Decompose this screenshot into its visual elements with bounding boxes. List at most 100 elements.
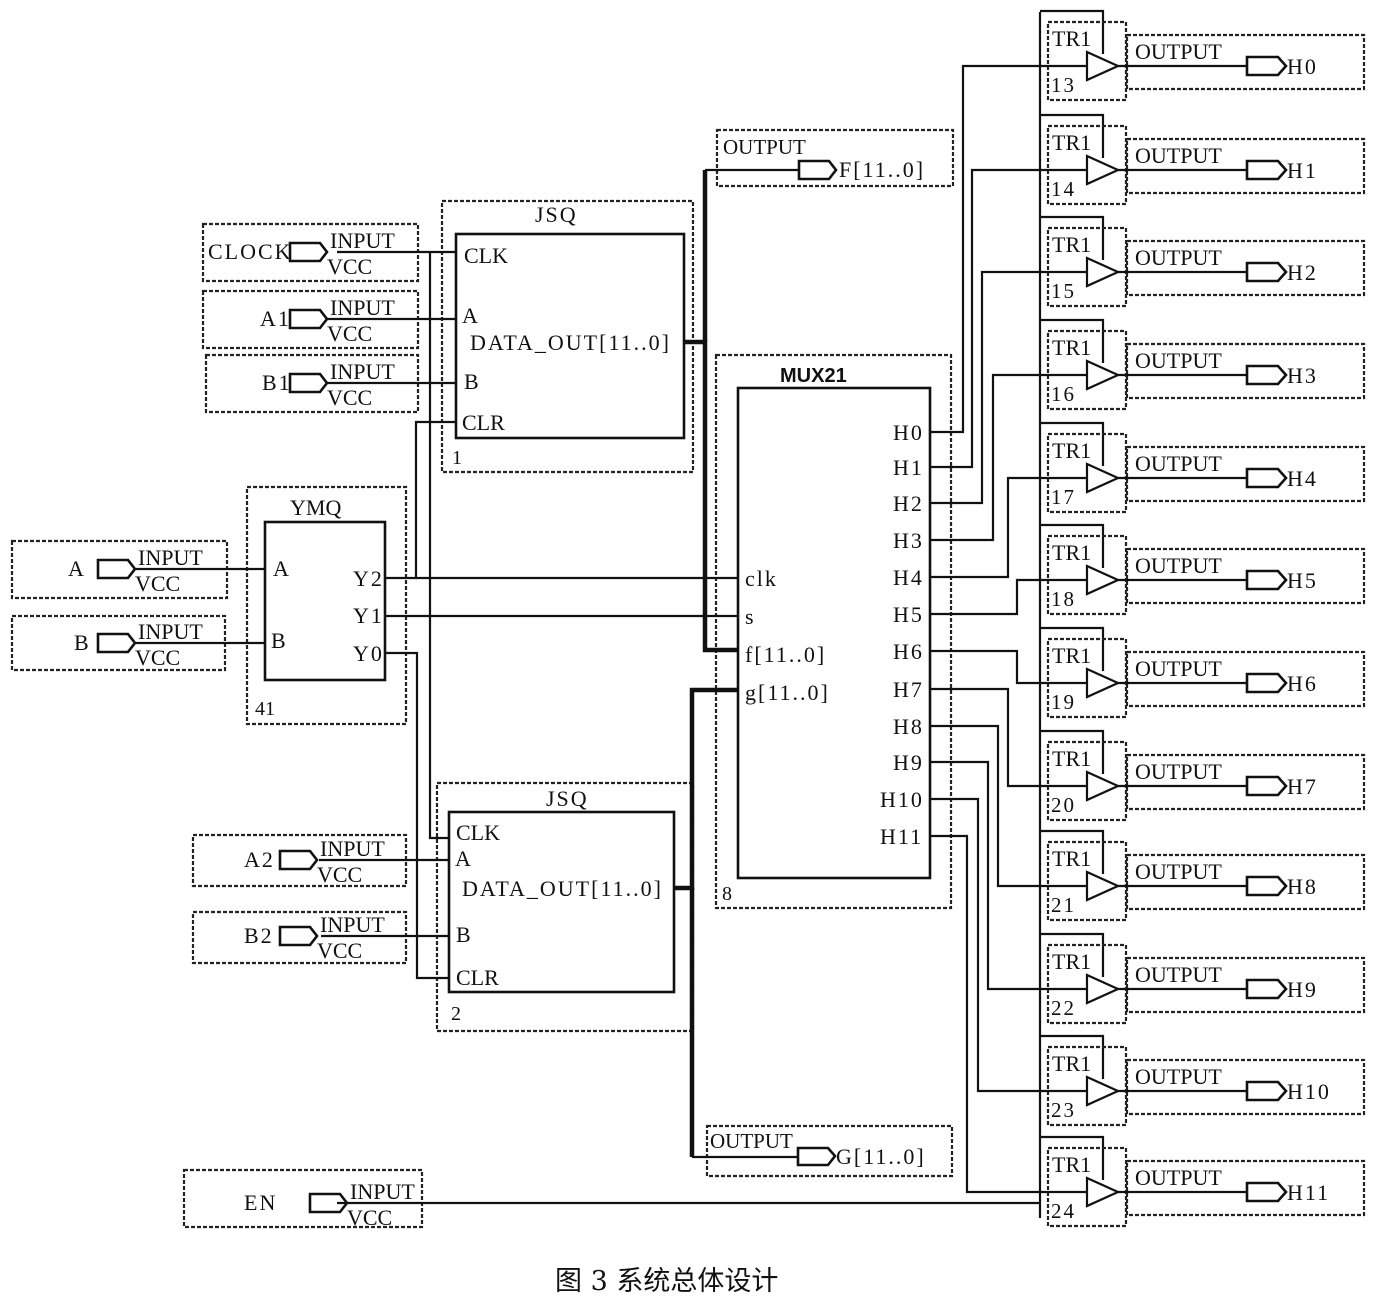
output-pin-icon [1245,1080,1288,1102]
output-type: OUTPUT [1135,348,1222,373]
mux-port-h3: H3 [893,528,924,553]
output-type: OUTPUT [1135,39,1222,64]
tristate-instance: 18 [1051,587,1076,611]
output-pin-icon [1245,55,1288,77]
output-type: OUTPUT [1135,759,1222,784]
input-pin-icon [308,1192,349,1214]
enable-wire [1040,318,1105,363]
buffer-triangle-icon [1085,870,1121,902]
jsq1-port-clr: CLR [462,410,505,435]
mux-port-h7: H7 [893,677,924,702]
ymq-port-y2: Y2 [353,566,384,591]
output-h11: H11 [1287,1180,1330,1205]
output-frame [1125,137,1366,195]
buffer-triangle-icon [1085,154,1121,186]
buffer-triangle-icon [1085,564,1121,596]
output-pin-icon [1245,364,1288,386]
output-f-name: F[11..0] [839,157,925,182]
output-frame [1125,650,1366,708]
jsq2-port-a: A [455,846,471,871]
output-type: OUTPUT [1135,1064,1222,1089]
output-h2: H2 [1287,260,1318,285]
buffer-triangle-icon [1085,1075,1121,1107]
jsq2-port-clk: CLK [456,820,500,845]
ymq-decoder: YMQ A B Y2 Y1 Y0 41 [245,485,408,726]
mux-port-h11: H11 [880,824,923,849]
output-type: OUTPUT [1135,1165,1222,1190]
bus-jsq1-to-mux-f [684,339,738,653]
input-vcc-label: VCC [327,385,372,410]
output-pin-icon [1245,569,1288,591]
ymq-body [263,520,387,682]
jsq2-body [447,810,676,994]
output-frame [1125,1058,1366,1116]
jsq-counter-1: JSQ CLK A DATA_OUT[11..0] B CLR 1 [440,199,695,474]
output-pin-g: OUTPUT G[11..0] [705,1124,954,1178]
tristate-instance: 24 [1051,1199,1076,1223]
output-frame [1125,956,1366,1014]
wire-mux-h11 [930,834,1087,1194]
input-type-label: INPUT [350,1179,415,1204]
input-vcc-label: VCC [327,321,372,346]
mux-port-h6: H6 [893,639,924,664]
output-frame [1125,33,1366,91]
input-vcc-label: VCC [317,862,362,887]
jsq1-port-data-out: DATA_OUT[11..0] [470,330,671,355]
tristate-instance: 17 [1051,485,1076,509]
input-pin-icon [288,372,329,394]
tristate-type: TR1 [1052,643,1091,668]
mux-output-wires [930,64,1087,1194]
input-pin-icon [288,308,329,330]
mux-port-h9: H9 [893,750,924,775]
output-h9: H9 [1287,977,1318,1002]
tristate-instance: 14 [1051,177,1076,201]
output-pin-icon [1245,775,1288,797]
output-h1: H1 [1287,158,1318,183]
output-type: OUTPUT [1135,962,1222,987]
jsq2-port-b: B [456,922,471,947]
output-pin-icon [1245,672,1288,694]
enable-wire [1040,113,1105,158]
mux-port-h0: H0 [893,420,924,445]
ymq-port-y1: Y1 [353,603,384,628]
output-pin-icon [1245,875,1288,897]
buffer-triangle-icon [1085,359,1121,391]
tristate-instance: 22 [1051,996,1076,1020]
ymq-frame [245,485,408,726]
jsq1-port-b: B [464,369,479,394]
tristate-type: TR1 [1052,232,1091,257]
input-b2-name: B2 [244,923,274,948]
wire-mux-h6 [930,649,1087,685]
jsq1-port-a: A [462,303,478,328]
output-f-pin-icon [797,159,838,181]
output-g-pin-icon [796,1146,837,1167]
tristate-instance: 15 [1051,279,1076,303]
output-h4: H4 [1287,466,1318,491]
tristate-type: TR1 [1052,335,1091,360]
tristate-instance: 21 [1051,893,1076,917]
buffer-triangle-icon [1085,1176,1121,1208]
jsq2-port-clr: CLR [456,965,499,990]
output-pin-f: OUTPUT F[11..0] [715,128,955,188]
output-pin-icon [1245,978,1288,1000]
tristate-type: TR1 [1052,130,1091,155]
tristate-type: TR1 [1052,846,1091,871]
mux-port-h8: H8 [893,714,924,739]
output-g-frame [705,1124,954,1178]
input-b-name: B [74,630,91,655]
jsq2-instance: 2 [451,1003,461,1025]
input-a2-name: A2 [244,847,275,872]
wire-mux-h3 [930,373,1087,542]
